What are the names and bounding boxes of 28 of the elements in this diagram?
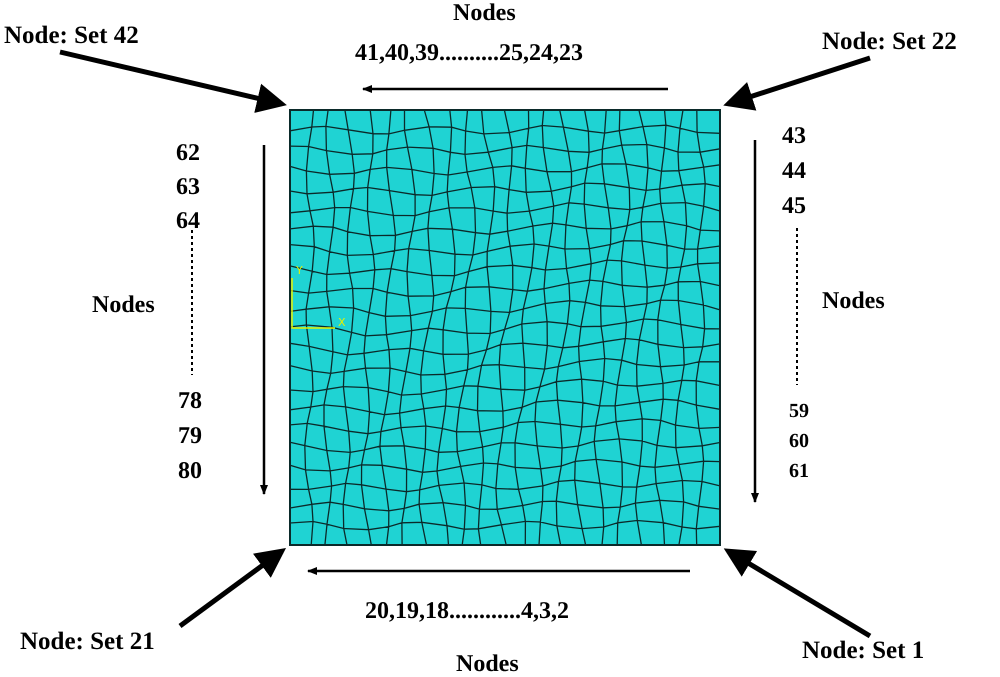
node-number: 43 <box>782 123 806 149</box>
set-label: Node: Set 21 <box>20 628 155 656</box>
node-number: 64 <box>176 208 200 234</box>
arrow <box>724 548 872 638</box>
node-number: 79 <box>178 423 202 449</box>
node-number: 80 <box>178 458 202 484</box>
node-number: 44 <box>782 158 806 184</box>
node-range: 41,40,39..........25,24,23 <box>355 40 583 66</box>
node-number: 59 <box>789 399 809 424</box>
side-label: Nodes <box>453 0 516 26</box>
node-number: 45 <box>782 193 806 219</box>
set-label: Node: Set 42 <box>4 22 139 50</box>
side-label: Nodes <box>822 288 885 314</box>
node-number: 61 <box>789 459 809 484</box>
mesh-drawing <box>289 109 721 546</box>
node-number: 60 <box>789 429 809 454</box>
node-number: 62 <box>176 140 200 166</box>
node-number: 78 <box>178 388 202 414</box>
node-number: 63 <box>176 174 200 200</box>
axis-label: X <box>338 316 346 329</box>
set-label: Node: Set 22 <box>822 28 957 56</box>
node-range: 20,19,18............4,3,2 <box>365 598 569 624</box>
arrow <box>723 56 871 111</box>
side-label: Nodes <box>456 651 519 677</box>
set-label: Node: Set 1 <box>802 637 924 665</box>
arrow <box>59 50 287 113</box>
arrow <box>178 548 286 628</box>
side-label: Nodes <box>92 292 155 318</box>
